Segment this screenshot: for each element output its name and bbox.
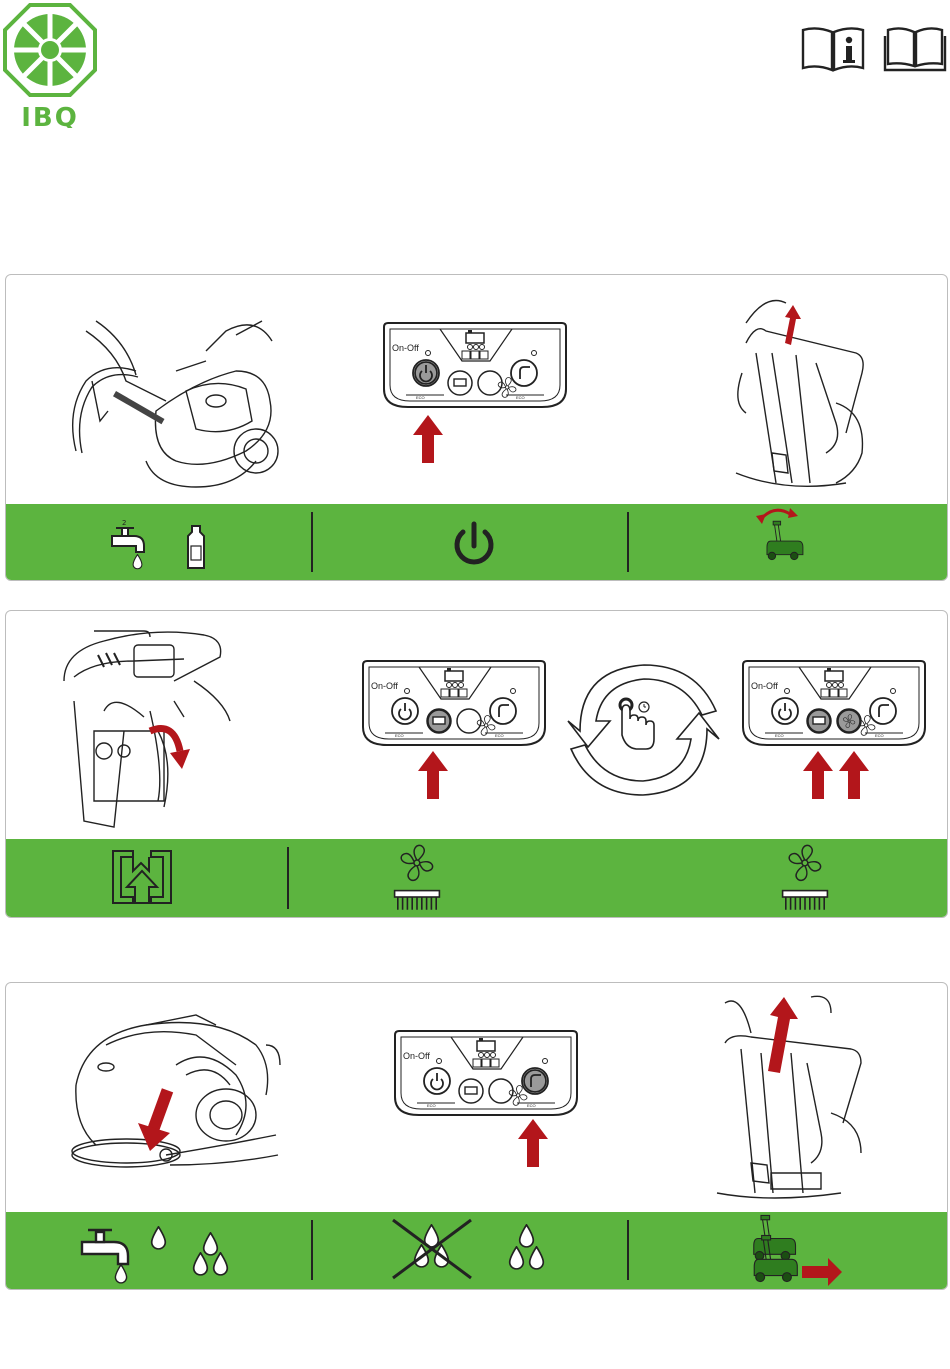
press-arrow <box>413 415 443 463</box>
manual-info-icon <box>801 26 865 72</box>
hold-timer-icon <box>620 699 654 749</box>
eco-label: ECO <box>395 733 404 738</box>
lift-arrow <box>781 305 801 345</box>
fan-brush-icon <box>781 841 829 913</box>
on-off-label: On-Off <box>371 681 398 691</box>
eco-label: ECO <box>775 733 784 738</box>
press-arrow <box>803 751 833 799</box>
fill-water-tank-illustration <box>56 311 286 501</box>
on-off-label: On-Off <box>751 681 778 691</box>
section-3: On-Off ECO ECO <box>5 982 948 1290</box>
step-icon-band <box>6 839 947 917</box>
machine-tilt-icon <box>754 506 814 580</box>
on-off-label: On-Off <box>403 1051 430 1061</box>
machine-forward-icon <box>748 1214 844 1286</box>
divider <box>311 512 313 572</box>
brand-name: IBQ <box>21 103 79 128</box>
water-flow-icon <box>80 1220 240 1284</box>
divider <box>287 847 289 909</box>
section-2: On-Off ECO ECO On-Off E <box>5 610 948 918</box>
press-arrow <box>418 751 448 799</box>
eco-label: ECO <box>427 1103 436 1108</box>
on-off-label: On-Off <box>392 343 419 353</box>
eco-label: ECO <box>875 733 884 738</box>
detergent-bottle-icon <box>184 524 208 570</box>
fan-brush-icon <box>393 841 441 913</box>
lower-brush-icon <box>111 849 173 905</box>
eco-label: ECO <box>516 395 525 400</box>
push-machine-illustration <box>711 993 886 1203</box>
svg-text:2: 2 <box>122 519 126 527</box>
press-arrow <box>839 751 869 799</box>
press-arrow <box>518 1119 548 1167</box>
water-off-icon <box>389 1216 479 1284</box>
lift-arrow <box>758 997 798 1073</box>
tap-icon: 2 <box>108 516 154 572</box>
step-icon-band: 2 <box>6 504 947 580</box>
divider <box>311 1220 313 1280</box>
eco-label: ECO <box>416 395 425 400</box>
open-water-valve-illustration <box>66 1005 281 1175</box>
step-icon-band <box>6 1212 947 1289</box>
eco-label: ECO <box>495 733 504 738</box>
lower-brush-lever-illustration <box>54 621 244 831</box>
control-panel-4: On-Off ECO ECO <box>393 1027 579 1119</box>
manual-book-icon <box>883 26 947 72</box>
brand-logo: IBQ <box>2 2 98 128</box>
control-panel-2: On-Off ECO ECO <box>361 657 547 749</box>
lift-handle-illustration <box>726 283 876 498</box>
control-panel-3: On-Off ECO ECO <box>741 657 927 749</box>
power-icon <box>451 520 497 568</box>
press-and-hold-cycle <box>566 655 721 805</box>
control-panel-1: On-Off ECO ECO <box>382 319 568 411</box>
divider <box>627 512 629 572</box>
section-1: On-Off ECO ECO <box>5 274 948 581</box>
divider <box>627 1220 629 1280</box>
eco-label: ECO <box>527 1103 536 1108</box>
water-drops-icon <box>506 1224 552 1280</box>
